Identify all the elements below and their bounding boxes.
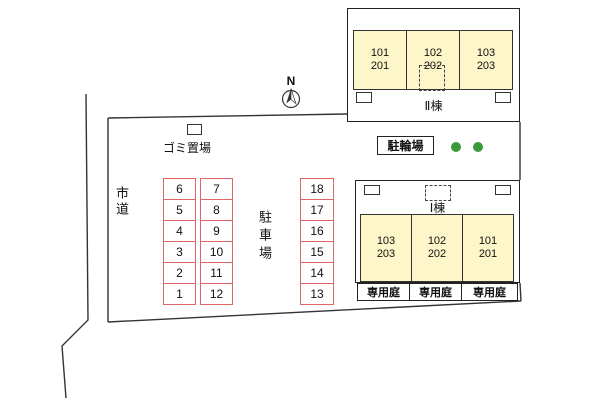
parking-stall: 18 bbox=[300, 178, 334, 200]
building-1-name: Ⅰ棟 bbox=[429, 201, 446, 215]
road-label: 市道 bbox=[114, 186, 129, 218]
parking-stall: 13 bbox=[300, 283, 334, 305]
trash-area-label: ゴミ置場 bbox=[163, 141, 212, 155]
parking-stall: 10 bbox=[200, 241, 233, 263]
unit-number: 201 bbox=[478, 248, 498, 260]
entrance-porch bbox=[364, 185, 380, 195]
building-1: Ⅰ棟 103 203 102 202 101 201 bbox=[355, 180, 520, 283]
parking-column-a: 6 5 4 3 2 1 bbox=[163, 178, 196, 305]
building-2-units: 101 201 102 202 103 203 bbox=[353, 30, 513, 90]
parking-stall: 5 bbox=[163, 199, 196, 221]
parking-stall: 14 bbox=[300, 262, 334, 284]
tree-icon bbox=[473, 142, 483, 152]
unit-cell: 103 203 bbox=[361, 215, 411, 281]
parking-stall: 8 bbox=[200, 199, 233, 221]
entrance-porch bbox=[495, 92, 511, 103]
site-boundary-right-lower bbox=[519, 282, 522, 302]
unit-number: 103 bbox=[476, 47, 496, 59]
building-2-name: Ⅱ棟 bbox=[424, 99, 443, 113]
unit-number: 201 bbox=[370, 60, 390, 72]
unit-cell: 102 202 bbox=[406, 31, 459, 89]
unit-number: 101 bbox=[478, 235, 498, 247]
parking-stall: 3 bbox=[163, 241, 196, 263]
unit-number: 203 bbox=[476, 60, 496, 72]
unit-number: 101 bbox=[370, 47, 390, 59]
parking-stall: 9 bbox=[200, 220, 233, 242]
private-garden-label: 専用庭 bbox=[357, 283, 410, 301]
parking-stall: 15 bbox=[300, 241, 334, 263]
trash-box-icon bbox=[187, 124, 202, 135]
unit-cell: 101 201 bbox=[354, 31, 406, 89]
unit-number: 202 bbox=[427, 248, 447, 260]
parking-stall: 11 bbox=[200, 262, 233, 284]
bicycle-parking-label: 駐輪場 bbox=[377, 136, 434, 155]
unit-cell: 103 203 bbox=[459, 31, 512, 89]
parking-lot-label: 駐車場 bbox=[257, 210, 272, 264]
parking-stall: 2 bbox=[163, 262, 196, 284]
unit-cell: 102 202 bbox=[411, 215, 462, 281]
stairs-dashed-box bbox=[425, 185, 451, 201]
unit-number: 102 bbox=[423, 47, 443, 59]
parking-stall: 12 bbox=[200, 283, 233, 305]
building-1-units: 103 203 102 202 101 201 bbox=[360, 214, 514, 282]
unit-number: 203 bbox=[376, 248, 396, 260]
parking-stall: 17 bbox=[300, 199, 334, 221]
north-compass-icon bbox=[281, 88, 301, 109]
tree-icon bbox=[451, 142, 461, 152]
private-garden-label: 専用庭 bbox=[461, 283, 518, 301]
unit-cell: 101 201 bbox=[462, 215, 513, 281]
site-boundary-top bbox=[107, 113, 348, 119]
unit-number: 202 bbox=[423, 60, 443, 72]
entrance-porch bbox=[495, 185, 511, 195]
entrance-porch bbox=[356, 92, 372, 103]
parking-stall: 6 bbox=[163, 178, 196, 200]
unit-number: 102 bbox=[427, 235, 447, 247]
parking-stall: 7 bbox=[200, 178, 233, 200]
parking-stall: 1 bbox=[163, 283, 196, 305]
building-2: 101 201 102 202 103 203 Ⅱ棟 bbox=[347, 8, 520, 122]
north-label: N bbox=[286, 74, 296, 88]
unit-number: 103 bbox=[376, 235, 396, 247]
private-garden-label: 専用庭 bbox=[409, 283, 462, 301]
parking-column-b: 7 8 9 10 11 12 bbox=[200, 178, 233, 305]
site-boundary-bottom bbox=[107, 300, 522, 323]
parking-stall: 16 bbox=[300, 220, 334, 242]
parking-column-c: 18 17 16 15 14 13 bbox=[300, 178, 334, 305]
road-edge-line bbox=[61, 93, 89, 399]
stairs-dashed-box bbox=[419, 65, 445, 91]
parking-stall: 4 bbox=[163, 220, 196, 242]
